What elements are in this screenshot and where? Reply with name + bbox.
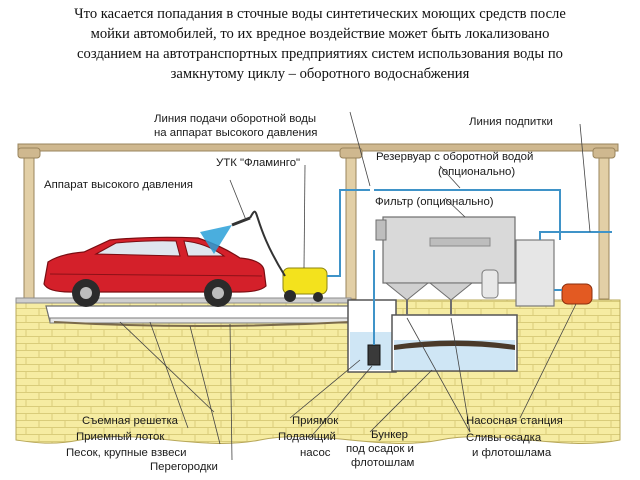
label-bunker-3: флотошлам [351, 457, 415, 469]
washer-wheel [284, 290, 296, 302]
spray-lance [231, 216, 251, 227]
label-bunker-1: Бункер [371, 429, 408, 441]
tank-panel [429, 237, 491, 247]
intro-line-2: мойки автомобилей, то их вредное воздейс… [90, 26, 550, 42]
label-supply-line-1: Линия подачи оборотной воды [154, 113, 316, 125]
label-bunker-2: под осадок и [346, 443, 414, 455]
sand-sediment [53, 321, 351, 327]
water-spray [200, 225, 232, 254]
sediment-layer [394, 340, 515, 350]
pump-station [561, 283, 593, 305]
label-makeup-line: Линия подпитки [469, 116, 553, 128]
washer-hose [249, 210, 286, 277]
label-utk: УТК "Фламинго" [216, 157, 300, 169]
control-box [375, 219, 387, 241]
label-filter: Фильтр (опционально) [375, 196, 494, 208]
label-pump-2: насос [300, 447, 331, 459]
wash-floor [15, 297, 352, 304]
roof-beam [17, 143, 619, 152]
cone-hopper-1 [384, 282, 430, 301]
car-hubcap-front [80, 287, 92, 299]
label-hp-unit: Аппарат высокого давления [44, 179, 193, 191]
washer-body [282, 267, 328, 295]
label-grate: Съемная решетка [82, 415, 179, 427]
leader-lines [119, 111, 591, 461]
supply-pipe [327, 189, 370, 277]
treatment-unit [375, 216, 516, 315]
intro-line-4: замкнутому циклу – оборотного водоснабже… [170, 66, 470, 82]
post-middle [345, 150, 357, 300]
label-partitions: Перегородки [150, 461, 218, 473]
label-drains-1: Сливы осадка [466, 432, 542, 444]
label-pump-1: Подающий [278, 431, 336, 443]
filter-vessel [481, 269, 499, 299]
label-pump-station: Насосная станция [466, 415, 563, 427]
post-right [598, 150, 610, 300]
submersible-pump [367, 344, 381, 366]
cone-hopper-2 [428, 282, 474, 301]
label-sand: Песок, крупные взвеси [66, 447, 187, 459]
intro-line-1: Что касается попадания в сточные воды си… [74, 6, 566, 22]
car-side-line [49, 273, 263, 277]
label-reservoir-2: (опционально) [438, 166, 515, 178]
label-drains-2: и флотошлама [472, 447, 552, 459]
makeup-pipe [539, 231, 612, 240]
intro-paragraph: Что касается попадания в сточные воды си… [6, 4, 634, 84]
label-tray: Приемный лоток [76, 431, 165, 443]
car-window-front [94, 240, 181, 257]
return-pipe [374, 189, 561, 240]
washer-wheel-2 [313, 292, 323, 302]
intro-line-3: созданием на автотранспортных предприяти… [77, 46, 563, 62]
post-right-cap [592, 147, 616, 159]
reservoir-and-pump-station [374, 189, 612, 307]
label-supply-line-2: на аппарат высокого давления [154, 127, 317, 139]
car [43, 236, 267, 307]
removable-grate [49, 317, 353, 324]
post-left-cap [17, 147, 41, 159]
post-middle-cap [339, 147, 363, 159]
canopy-structure [17, 143, 619, 300]
high-pressure-washer [200, 189, 370, 302]
car-hubcap-rear [212, 287, 224, 299]
label-reservoir-1: Резервуар с оборотной водой [376, 151, 533, 163]
reservoir-tank [515, 239, 555, 307]
label-pit: Приямок [292, 415, 339, 427]
post-left [23, 150, 35, 300]
